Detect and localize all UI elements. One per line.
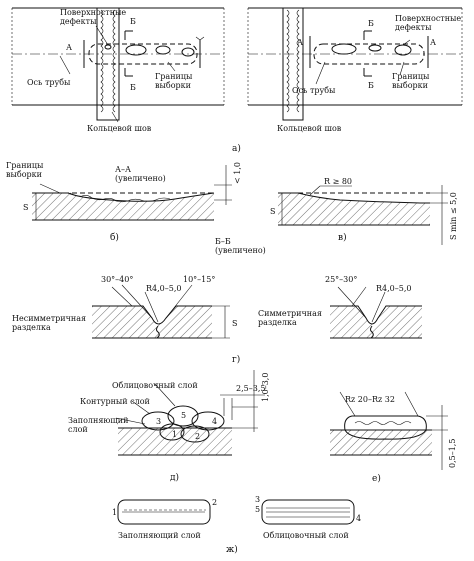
girth-weld-right bbox=[282, 7, 304, 121]
bead-4 bbox=[191, 411, 225, 431]
cover-layer-strip bbox=[261, 499, 355, 525]
caption-v: в) bbox=[338, 232, 347, 243]
radius-label: R ≥ 80 bbox=[324, 177, 352, 186]
height-label: 1,0–3,0 bbox=[261, 373, 270, 402]
left-num: 1 bbox=[112, 508, 117, 517]
pipe-axis-label: Ось трубы bbox=[292, 86, 336, 95]
bead-1 bbox=[159, 423, 185, 441]
thickness-label: S bbox=[270, 207, 275, 216]
panel-zh: 1 2 Заполняющий слой 3 5 4 Облицовочный … bbox=[112, 495, 361, 555]
caption-a: а) bbox=[232, 143, 241, 154]
right-radius-label: R4,0–5,0 bbox=[376, 284, 411, 293]
section-b-label: Б bbox=[368, 19, 374, 28]
section-b-label: Б bbox=[130, 17, 136, 26]
caption-b: б) bbox=[110, 232, 119, 243]
section-bb-label: Б–Б(увеличено) bbox=[215, 237, 266, 255]
right-num: 3 bbox=[255, 495, 260, 504]
defect-ellipse bbox=[368, 44, 382, 52]
left-angle-label: 30°–40° bbox=[101, 275, 133, 284]
section-a-label: А bbox=[297, 38, 303, 47]
defect-ellipse bbox=[155, 45, 171, 55]
defect-ellipse bbox=[394, 44, 412, 56]
panel-e: Rz 20–Rz 32 0,5–1,5 е) bbox=[330, 391, 457, 484]
bead-number: 1 bbox=[172, 430, 177, 439]
panel-d: 1 2 3 4 5 Облицовочный слой Контурный сл… bbox=[68, 370, 270, 483]
roughness-label: Rz 20–Rz 32 bbox=[345, 395, 395, 404]
section-a-label-2: А bbox=[430, 38, 436, 47]
right-num: 4 bbox=[356, 514, 361, 523]
bead-5 bbox=[167, 405, 199, 427]
contour-layer-label: Контурный слой bbox=[80, 397, 150, 406]
bead-3 bbox=[141, 411, 175, 431]
thickness-label: S bbox=[232, 319, 237, 328]
cover-layer-label: Облицовочный слой bbox=[263, 531, 349, 540]
bead-number: 5 bbox=[181, 411, 186, 420]
girth-weld-label: Кольцевой шов bbox=[277, 124, 342, 133]
right-angle-label: 25°–30° bbox=[325, 275, 357, 284]
left-radius-label: R4,0–5,0 bbox=[146, 284, 181, 293]
panel-v: R ≥ 80 S min ≤ 5,0 S Б–Б(увеличено) в) bbox=[215, 177, 458, 255]
overlap-label: 2,5–3,5 bbox=[236, 384, 265, 393]
thickness-label: S bbox=[23, 203, 28, 212]
left-num: 2 bbox=[212, 498, 217, 507]
pipe-axis-label: Ось трубы bbox=[27, 78, 71, 87]
defect-ellipse bbox=[104, 44, 112, 50]
depth-label: < 1,0 bbox=[233, 162, 242, 184]
cover-layer-label: Облицовочный слой bbox=[112, 381, 198, 390]
section-a-label: А bbox=[66, 43, 72, 52]
caption-zh: ж) bbox=[226, 544, 238, 555]
caption-d: д) bbox=[170, 472, 179, 483]
section-aa-label: А–А(увеличено) bbox=[115, 165, 166, 183]
height-label: 0,5–1,5 bbox=[448, 439, 457, 468]
defect-ellipse bbox=[181, 47, 195, 57]
right-num: 5 bbox=[255, 505, 260, 514]
min-depth-label: S min ≤ 5,0 bbox=[449, 192, 458, 240]
bead-number: 3 bbox=[156, 417, 161, 426]
bead-number: 2 bbox=[195, 432, 200, 441]
caption-g: г) bbox=[232, 354, 240, 365]
bead-number: 4 bbox=[212, 417, 217, 426]
caption-e: е) bbox=[372, 473, 381, 484]
girth-weld-label: Кольцевой шов bbox=[87, 124, 152, 133]
defect-ellipse bbox=[125, 44, 147, 56]
filling-layer-strip bbox=[117, 499, 211, 525]
section-b-label-2: Б bbox=[368, 81, 374, 90]
filling-layer-label: Заполняющий слой bbox=[118, 531, 201, 540]
left-angle2-label: 10°–15° bbox=[183, 275, 215, 284]
defect-ellipse bbox=[331, 43, 357, 55]
section-b-label-2: Б bbox=[130, 83, 136, 92]
